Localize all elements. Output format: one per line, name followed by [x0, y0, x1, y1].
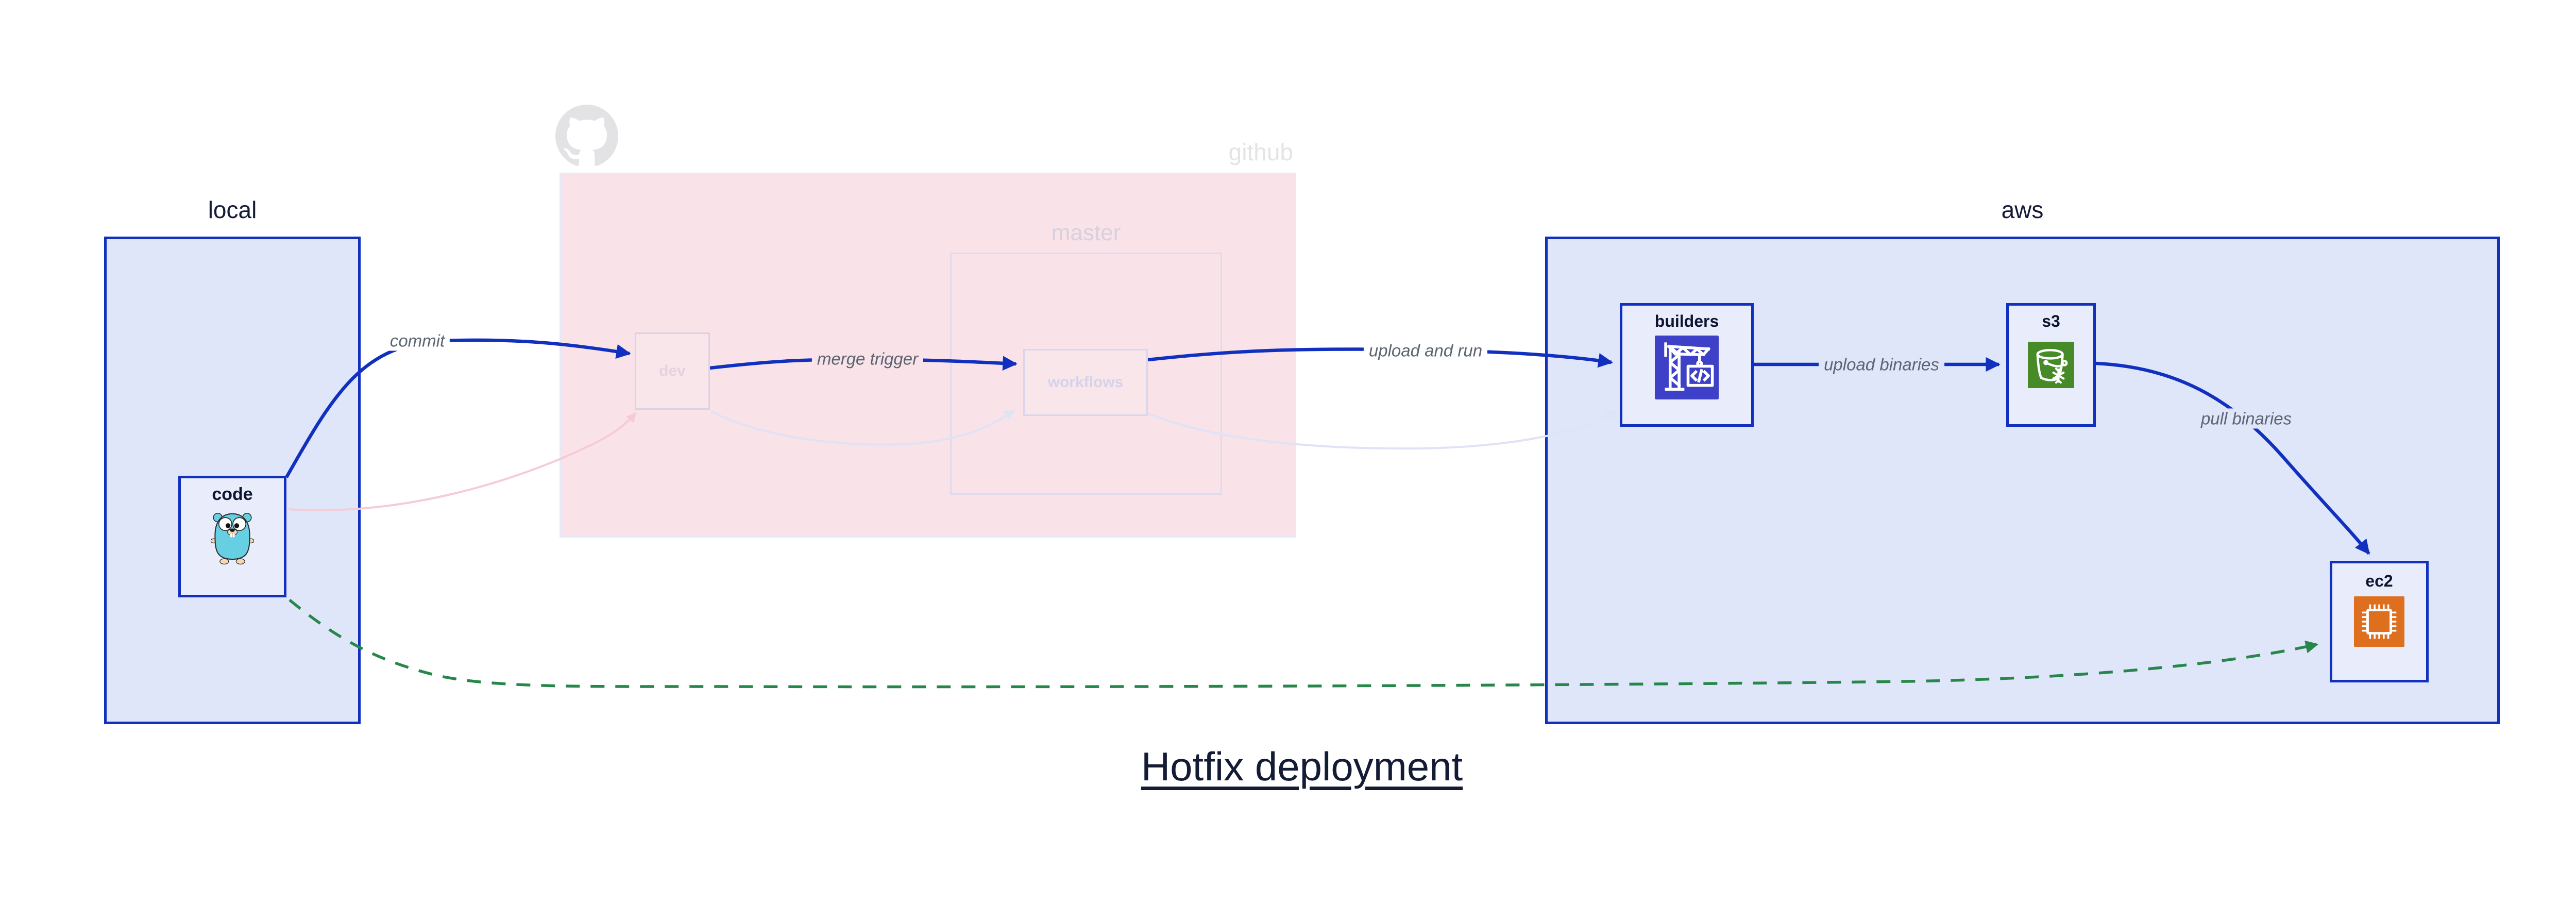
master-branch-box — [950, 253, 1222, 495]
node-code: code — [178, 476, 286, 597]
edge-code-dev-faded — [288, 412, 637, 511]
edge-pull-binaries — [2095, 361, 2370, 555]
edge-label-commit: commit — [384, 330, 450, 351]
aws-s3-glacier-bucket-icon — [2028, 342, 2074, 388]
node-s3: s3 — [2006, 303, 2096, 427]
edge-hotfix-code-ec2 — [289, 598, 2319, 689]
node-s3-label: s3 — [2042, 312, 2060, 330]
github-group-label: github — [1228, 139, 1293, 165]
edge-label-pull-binaries: pull binaries — [2195, 408, 2297, 429]
edge-label-merge-trigger: merge trigger — [811, 348, 924, 369]
aws-group-label: aws — [2001, 196, 2044, 223]
node-ec2-label: ec2 — [2365, 572, 2393, 590]
edge-commit — [285, 338, 631, 478]
node-dev: dev — [635, 332, 710, 410]
node-ec2: ec2 — [2330, 561, 2429, 682]
aws-ec2-chip-icon — [2354, 596, 2404, 647]
master-branch-label: master — [1051, 220, 1121, 245]
edge-workflows-builders-faded — [1147, 410, 1617, 450]
node-builders-label: builders — [1654, 312, 1719, 330]
go-gopher-icon — [211, 512, 254, 565]
aws-codebuild-icon — [1655, 336, 1719, 399]
edge-label-upload-and-run: upload and run — [1363, 340, 1488, 361]
node-code-label: code — [212, 485, 253, 504]
node-workflows: workflows — [1023, 349, 1148, 416]
github-octocat-icon — [555, 105, 618, 166]
edge-label-upload-binaries: upload binaries — [1819, 354, 1944, 375]
node-builders: builders — [1620, 303, 1754, 427]
node-dev-label: dev — [659, 362, 686, 379]
node-workflows-label: workflows — [1047, 374, 1124, 391]
edge-dev-workflows-faded — [710, 409, 1015, 446]
local-group-label: local — [208, 196, 257, 223]
diagram-title: Hotfix deployment — [1141, 744, 1463, 789]
